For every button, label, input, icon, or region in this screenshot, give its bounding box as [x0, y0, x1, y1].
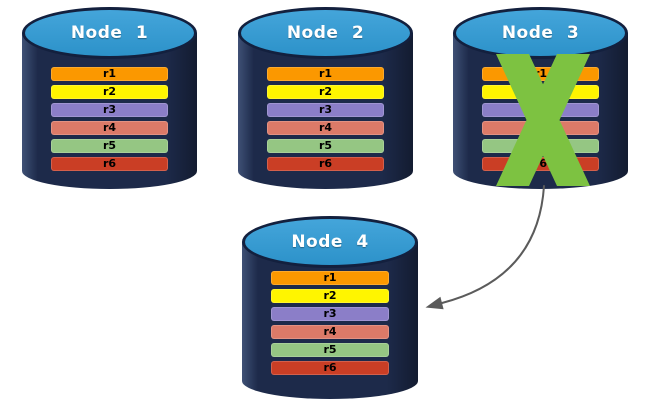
node-3: Node 3 r1 r2 r3 r4 r5 r6	[453, 7, 628, 189]
node-2-cylinder-top: Node 2	[238, 7, 413, 59]
node-1-row-r1: r1	[51, 67, 168, 81]
node-2-label: Node 2	[286, 22, 365, 43]
node-4-label: Node 4	[291, 231, 369, 252]
node-1-row-r6: r6	[51, 157, 168, 171]
node-2: Node 2 r1 r2 r3 r4 r5 r6	[238, 7, 413, 189]
node-2-row-r2: r2	[267, 85, 384, 99]
replication-arrow	[441, 185, 545, 304]
node-1-row-r2: r2	[51, 85, 168, 99]
node-2-row-r6: r6	[267, 157, 384, 171]
node-1-label: Node 1	[70, 22, 149, 43]
node-1-row-r3: r3	[51, 103, 168, 117]
node-4: Node 4 r1 r2 r3 r4 r5 r6	[242, 216, 418, 399]
node-3-row-r4: r4	[482, 121, 599, 135]
node-4-row-r4: r4	[271, 325, 389, 339]
node-3-row-r6: r6	[482, 157, 599, 171]
node-2-row-r4: r4	[267, 121, 384, 135]
arrowhead-icon	[425, 296, 444, 310]
node-3-row-r1: r1	[482, 67, 599, 81]
node-3-row-r2: r2	[482, 85, 599, 99]
node-4-row-r2: r2	[271, 289, 389, 303]
node-4-row-r3: r3	[271, 307, 389, 321]
node-2-row-r1: r1	[267, 67, 384, 81]
node-1: Node 1 r1 r2 r3 r4 r5 r6	[22, 7, 197, 189]
node-2-row-r5: r5	[267, 139, 384, 153]
node-4-row-r1: r1	[271, 271, 389, 285]
node-3-cylinder-top: Node 3	[453, 7, 628, 59]
node-1-row-r5: r5	[51, 139, 168, 153]
node-4-rows: r1 r2 r3 r4 r5 r6	[271, 271, 389, 379]
node-4-row-r5: r5	[271, 343, 389, 357]
node-4-row-r6: r6	[271, 361, 389, 375]
node-1-rows: r1 r2 r3 r4 r5 r6	[51, 67, 168, 175]
node-3-row-r3: r3	[482, 103, 599, 117]
node-2-row-r3: r3	[267, 103, 384, 117]
node-1-cylinder-top: Node 1	[22, 7, 197, 59]
node-3-rows: r1 r2 r3 r4 r5 r6	[482, 67, 599, 175]
node-3-row-r5: r5	[482, 139, 599, 153]
node-3-label: Node 3	[501, 22, 580, 43]
node-4-cylinder-top: Node 4	[242, 216, 418, 268]
node-1-row-r4: r4	[51, 121, 168, 135]
node-2-rows: r1 r2 r3 r4 r5 r6	[267, 67, 384, 175]
